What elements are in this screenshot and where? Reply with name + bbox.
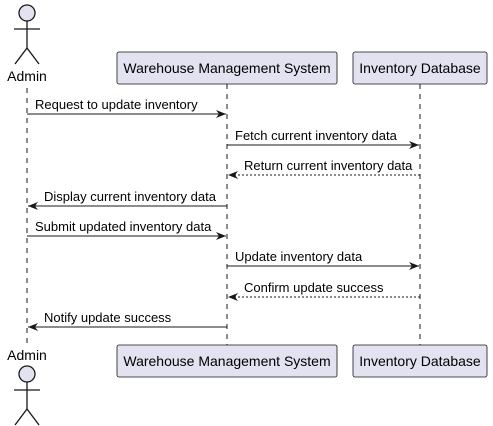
- message-label: Display current inventory data: [44, 189, 217, 204]
- participant-box: [352, 51, 488, 85]
- message-5: Submit updated inventory data: [27, 219, 226, 240]
- actor-admin-bottom: Admin: [7, 347, 47, 426]
- participant-db-bottom: Inventory Database: [352, 344, 488, 378]
- message-4: Display current inventory data: [28, 189, 227, 210]
- message-label: Update inventory data: [235, 249, 363, 264]
- participant-db-top: Inventory Database: [352, 51, 488, 85]
- message-6: Update inventory data: [227, 249, 419, 270]
- participant-box: [116, 344, 338, 378]
- message-label: Confirm update success: [244, 280, 384, 295]
- message-1: Request to update inventory: [27, 97, 226, 118]
- participant-label: Warehouse Management System: [123, 353, 330, 369]
- message-label: Submit updated inventory data: [35, 219, 212, 234]
- message-7: Confirm update success: [228, 280, 420, 301]
- message-8: Notify update success: [28, 310, 227, 331]
- participant-wms-top: Warehouse Management System: [116, 51, 338, 85]
- participant-label: Inventory Database: [359, 353, 481, 369]
- participant-wms-bottom: Warehouse Management System: [116, 344, 338, 378]
- message-label: Request to update inventory: [35, 97, 198, 112]
- participant-box: [116, 51, 338, 85]
- actor-label: Admin: [7, 68, 47, 84]
- actor-icon: [14, 4, 40, 65]
- message-3: Return current inventory data: [228, 158, 420, 179]
- participant-label: Inventory Database: [359, 60, 481, 76]
- message-label: Fetch current inventory data: [235, 128, 398, 143]
- participant-box: [352, 344, 488, 378]
- message-2: Fetch current inventory data: [227, 128, 419, 149]
- message-label: Return current inventory data: [244, 158, 413, 173]
- message-label: Notify update success: [44, 310, 172, 325]
- actor-admin-top: Admin: [7, 4, 47, 84]
- actor-icon: [14, 365, 40, 426]
- participant-label: Warehouse Management System: [123, 60, 330, 76]
- actor-label: Admin: [7, 347, 47, 363]
